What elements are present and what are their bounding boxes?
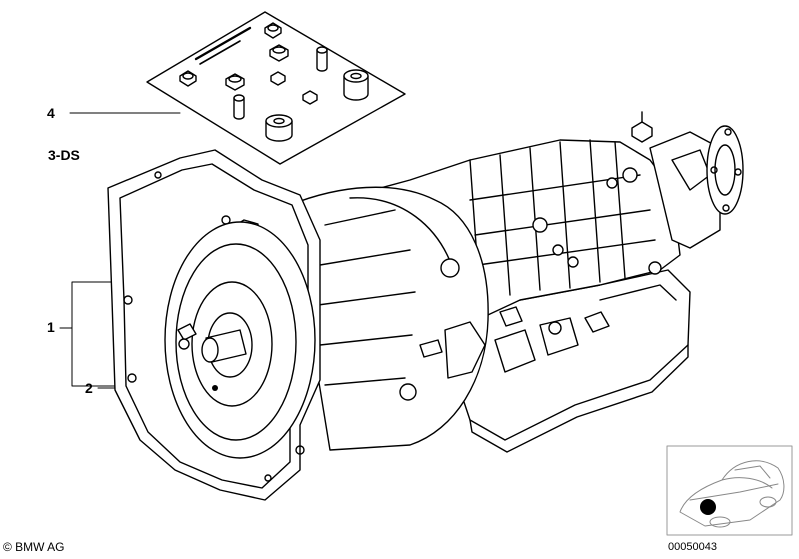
callout-4: 4 [47, 105, 55, 121]
vehicle-location-thumbnail [666, 445, 793, 536]
plug-bolt-6 [302, 90, 318, 105]
torque-converter [164, 221, 316, 459]
image-code: 00050043 [668, 541, 717, 553]
plug-bolt-2 [225, 73, 245, 91]
callout-2: 2 [85, 380, 93, 396]
plug-bolt-4 [269, 44, 289, 62]
valve-body [419, 261, 662, 379]
stud-1 [316, 46, 328, 72]
callout-variant: 3-DS [48, 147, 80, 163]
callout-1: 1 [47, 319, 55, 335]
item-2-marker-dot [212, 385, 218, 391]
plug-bolt-3 [264, 22, 282, 39]
mount-rubber-1 [343, 69, 369, 101]
plug-bolt-1 [179, 70, 197, 87]
stud-2 [233, 94, 245, 120]
leader-bracket-1 [71, 281, 121, 387]
plug-bolt-5 [270, 71, 286, 86]
output-flange [649, 125, 744, 249]
location-marker-dot [700, 499, 716, 515]
seal-kit-sheet [146, 11, 406, 165]
copyright-text: © BMW AG [3, 540, 65, 554]
automatic-transmission [107, 111, 744, 501]
bell-housing-body [289, 186, 489, 451]
mount-rubber-2 [265, 114, 293, 142]
